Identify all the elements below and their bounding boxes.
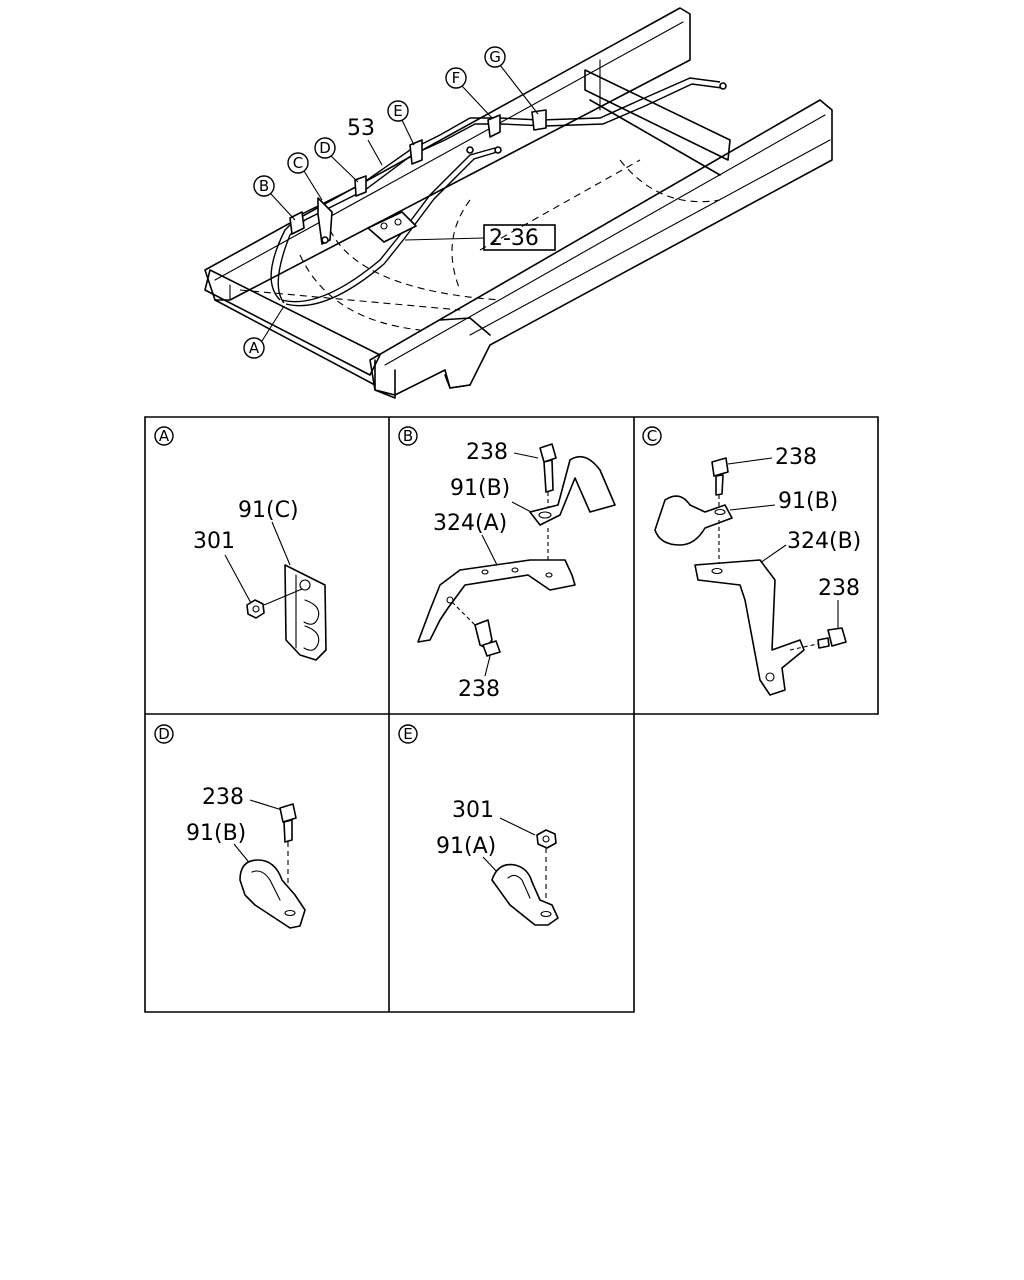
svg-text:301: 301 [193,529,235,554]
svg-text:238: 238 [458,677,500,702]
svg-text:238: 238 [775,445,817,470]
svg-text:91(B): 91(B) [778,489,838,514]
reference-box: 2-36 [404,224,556,251]
svg-text:238: 238 [818,576,860,601]
svg-text:A: A [249,339,260,357]
svg-text:C: C [647,427,657,445]
svg-text:91(A): 91(A) [436,834,496,859]
callout-A: A [243,305,285,359]
svg-text:238: 238 [202,785,244,810]
panel-B: B 238 91(B) 324(A) 238 [398,426,616,702]
svg-text:E: E [393,102,402,120]
callout-D: D [314,137,359,183]
svg-text:91(B): 91(B) [186,821,246,846]
overview-brackets [289,109,547,245]
svg-text:324(B): 324(B) [787,529,861,554]
svg-text:A: A [159,427,170,445]
panel-E: E 301 91(A) [398,724,559,926]
svg-text:F: F [452,69,461,87]
panel-grid [144,416,879,1013]
panel-D: D 238 91(B) [154,724,306,929]
svg-text:91(B): 91(B) [450,476,510,501]
svg-text:53: 53 [347,116,375,141]
chassis-overview [204,7,833,399]
svg-text:G: G [489,48,501,66]
svg-text:91(C): 91(C) [238,498,299,523]
callout-G: G [484,46,539,115]
svg-text:D: D [319,139,331,157]
svg-text:B: B [403,427,413,445]
callout-F: F [445,67,493,119]
panel-A: A 91(C) 301 [154,426,327,661]
svg-text:B: B [259,177,269,195]
part-label-53: 53 [347,116,383,166]
panel-C: C 238 91(B) 324(B) 238 [642,426,861,696]
svg-text:2-36: 2-36 [489,226,539,251]
svg-text:324(A): 324(A) [433,511,507,536]
svg-text:238: 238 [466,440,508,465]
svg-text:301: 301 [452,798,494,823]
callout-C: C [287,152,323,201]
svg-text:E: E [403,725,412,743]
callout-B: B [253,175,296,221]
callout-E: E [387,100,415,146]
svg-text:D: D [158,725,170,743]
svg-text:C: C [293,154,303,172]
